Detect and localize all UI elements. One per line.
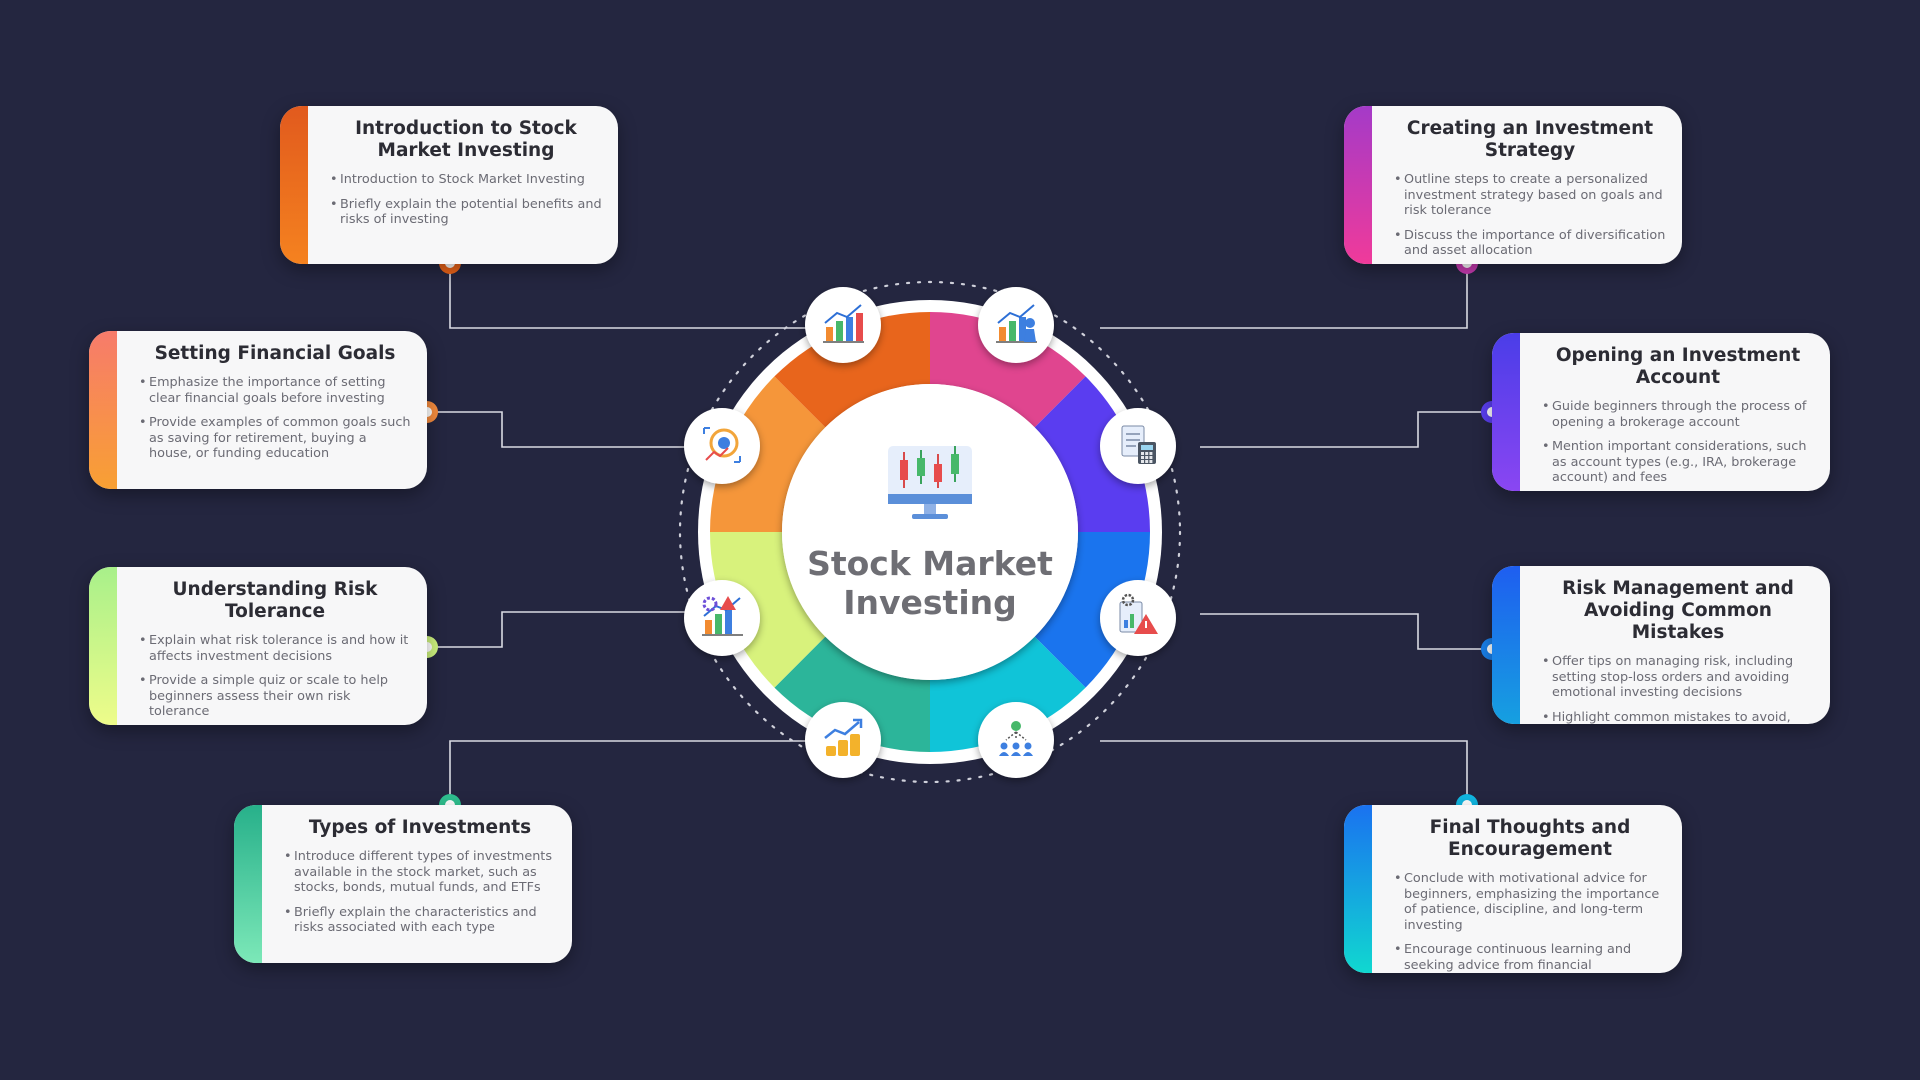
satellite-icons [684, 287, 1176, 778]
card-accent-bar [1344, 106, 1372, 264]
wheel-segment-7 [709, 376, 826, 532]
center-title-line1: Stock Market [807, 544, 1053, 583]
card-bullet: Conclude with motivational advice for be… [1394, 871, 1666, 933]
wheel-segment-8 [774, 312, 930, 428]
wheel-segment-2 [1034, 376, 1150, 532]
candlestick-monitor-icon [888, 446, 972, 519]
connector-introduction [449, 263, 810, 329]
card-accent-bar [1344, 805, 1372, 973]
card-introduction: Introduction to Stock Market Investing I… [280, 106, 618, 264]
wheel-segment-6 [709, 532, 826, 688]
connector-risk-management [1200, 613, 1492, 650]
calculator-document-icon [1100, 408, 1176, 484]
card-bullet: Guide beginners through the process of o… [1542, 399, 1814, 430]
coins-growth-icon [805, 702, 881, 778]
card-accent-bar [89, 567, 117, 725]
target-focus-icon [684, 408, 760, 484]
team-growth-icon [978, 702, 1054, 778]
card-accent-bar [280, 106, 308, 264]
center-disc [782, 384, 1078, 680]
card-title: Creating an Investment Strategy [1406, 118, 1654, 161]
card-bullet: Introduction to Stock Market Investing [330, 172, 602, 188]
wheel-segment-1 [930, 312, 1086, 428]
card-title: Understanding Risk Tolerance [172, 579, 378, 622]
wheel-segment-4 [930, 636, 1086, 752]
card-bullet: Outline steps to create a personalized i… [1394, 172, 1666, 219]
card-types: Types of Investments Introduce different… [234, 805, 572, 963]
connector-final [1100, 740, 1468, 805]
card-bullet: Explain what risk tolerance is and how i… [139, 633, 411, 664]
card-bullet: Highlight common mistakes to avoid, such… [1542, 710, 1814, 725]
connector-strategy [1100, 263, 1468, 329]
connector-types [449, 740, 810, 805]
card-bullet: Discuss the importance of diversificatio… [1394, 228, 1666, 259]
warning-report-icon [1100, 580, 1176, 656]
center-title-line2: Investing [843, 583, 1017, 622]
card-account: Opening an Investment Account Guide begi… [1492, 333, 1830, 491]
card-bullet: Briefly explain the potential benefits a… [330, 197, 602, 228]
card-risk-management: Risk Management and Avoiding Common Mist… [1492, 566, 1830, 724]
card-title: Setting Financial Goals [154, 343, 396, 364]
wheel-segment-3 [1034, 532, 1150, 688]
connector-lines [427, 263, 1492, 805]
dotted-ring [678, 280, 1182, 784]
card-title: Introduction to Stock Market Investing [355, 118, 577, 161]
card-title: Risk Management and Avoiding Common Mist… [1562, 578, 1794, 643]
card-financial-goals: Setting Financial Goals Emphasize the im… [89, 331, 427, 489]
card-bullet: Encourage continuous learning and seekin… [1394, 942, 1666, 973]
card-risk-tolerance: Understanding Risk Tolerance Explain wha… [89, 567, 427, 725]
connector-account [1200, 411, 1492, 448]
card-title: Opening an Investment Account [1555, 345, 1801, 388]
card-accent-bar [234, 805, 262, 963]
center-title: Stock Market Investing [765, 544, 1095, 622]
card-title: Final Thoughts and Encouragement [1429, 817, 1631, 860]
card-bullet: Provide examples of common goals such as… [139, 415, 411, 462]
card-final: Final Thoughts and Encouragement Conclud… [1344, 805, 1682, 973]
wheel-segment-5 [774, 636, 930, 752]
risk-chart-gear-icon [684, 580, 760, 656]
card-bullet: Mention important considerations, such a… [1542, 439, 1814, 486]
card-accent-bar [1492, 333, 1520, 491]
bar-chart-growth-icon [805, 287, 881, 363]
card-strategy: Creating an Investment Strategy Outline … [1344, 106, 1682, 264]
card-bullet: Offer tips on managing risk, including s… [1542, 654, 1814, 701]
card-accent-bar [1492, 566, 1520, 724]
card-bullet: Provide a simple quiz or scale to help b… [139, 673, 411, 720]
card-bullet: Emphasize the importance of setting clea… [139, 375, 411, 406]
wheel-segments [709, 312, 1150, 752]
card-title: Types of Investments [308, 817, 532, 838]
card-accent-bar [89, 331, 117, 489]
card-bullet: Briefly explain the characteristics and … [284, 905, 556, 936]
connector-risk-tolerance [427, 611, 700, 648]
card-bullet: Introduce different types of investments… [284, 849, 556, 896]
connector-financial-goals [427, 411, 700, 448]
chess-chart-icon [978, 287, 1054, 363]
